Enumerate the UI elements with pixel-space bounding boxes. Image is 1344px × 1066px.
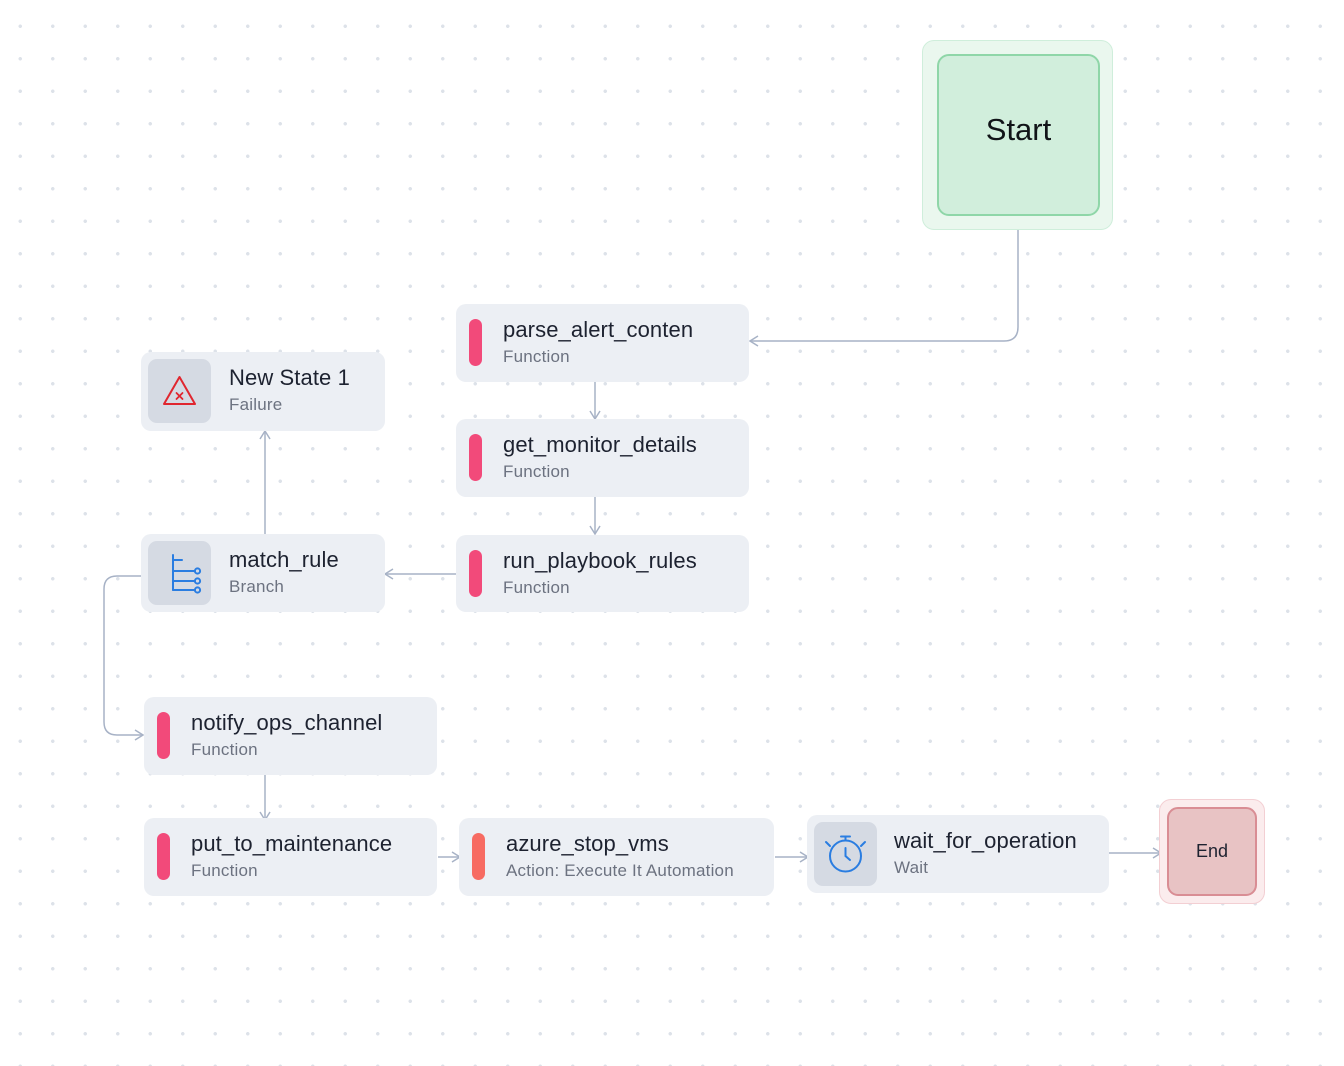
function-type-indicator bbox=[469, 550, 482, 597]
node-type: Failure bbox=[229, 395, 283, 414]
node-azure-stop-vms[interactable]: azure_stop_vms Action: Execute It Automa… bbox=[459, 818, 774, 896]
node-type: Function bbox=[503, 578, 570, 597]
stopwatch-icon bbox=[825, 835, 866, 873]
function-type-indicator bbox=[157, 712, 170, 759]
branch-icon bbox=[172, 554, 202, 594]
failure-icon-box bbox=[148, 359, 211, 423]
branch-icon-box bbox=[148, 541, 211, 605]
node-type: Wait bbox=[894, 858, 929, 877]
node-wait-for-operation[interactable]: wait_for_operation Wait bbox=[807, 815, 1109, 893]
wait-icon-box bbox=[814, 822, 877, 886]
node-title: run_playbook_rules bbox=[503, 548, 697, 573]
action-type-indicator bbox=[472, 833, 485, 880]
node-title: match_rule bbox=[229, 547, 339, 572]
node-title: parse_alert_conten bbox=[503, 317, 694, 342]
node-type: Function bbox=[191, 861, 258, 880]
function-type-indicator bbox=[157, 833, 170, 880]
node-put-maintenance[interactable]: put_to_maintenance Function bbox=[144, 818, 437, 896]
node-match-rule[interactable]: match_rule Branch bbox=[141, 534, 385, 612]
node-title: get_monitor_details bbox=[503, 432, 697, 457]
node-notify-ops[interactable]: notify_ops_channel Function bbox=[144, 697, 437, 775]
node-get-monitor[interactable]: get_monitor_details Function bbox=[456, 419, 749, 497]
failure-warning-icon bbox=[163, 376, 196, 405]
node-run-playbook[interactable]: run_playbook_rules Function bbox=[456, 535, 749, 612]
edge-match-rule-to-notify bbox=[103, 575, 145, 741]
node-type: Action: Execute It Automation bbox=[506, 861, 734, 880]
node-type: Function bbox=[503, 347, 570, 366]
node-title: wait_for_operation bbox=[894, 828, 1077, 853]
node-type: Function bbox=[503, 462, 570, 481]
node-title: New State 1 bbox=[229, 365, 350, 390]
function-type-indicator bbox=[469, 434, 482, 481]
node-title: put_to_maintenance bbox=[191, 831, 393, 856]
start-label: Start bbox=[985, 112, 1052, 147]
end-node[interactable]: End bbox=[1167, 807, 1257, 896]
node-new-state[interactable]: New State 1 Failure bbox=[141, 352, 385, 431]
end-node-halo: End bbox=[1159, 799, 1265, 904]
node-type: Branch bbox=[229, 577, 285, 596]
start-node-halo: Start bbox=[922, 40, 1113, 230]
start-node[interactable]: Start bbox=[937, 54, 1100, 216]
node-type: Function bbox=[191, 740, 258, 759]
edge-start-to-parse bbox=[748, 217, 1019, 347]
function-type-indicator bbox=[469, 319, 482, 366]
node-title: notify_ops_channel bbox=[191, 710, 383, 735]
end-label: End bbox=[1195, 841, 1229, 861]
node-title: azure_stop_vms bbox=[506, 831, 669, 856]
node-parse-alert[interactable]: parse_alert_conten Function bbox=[456, 304, 749, 382]
